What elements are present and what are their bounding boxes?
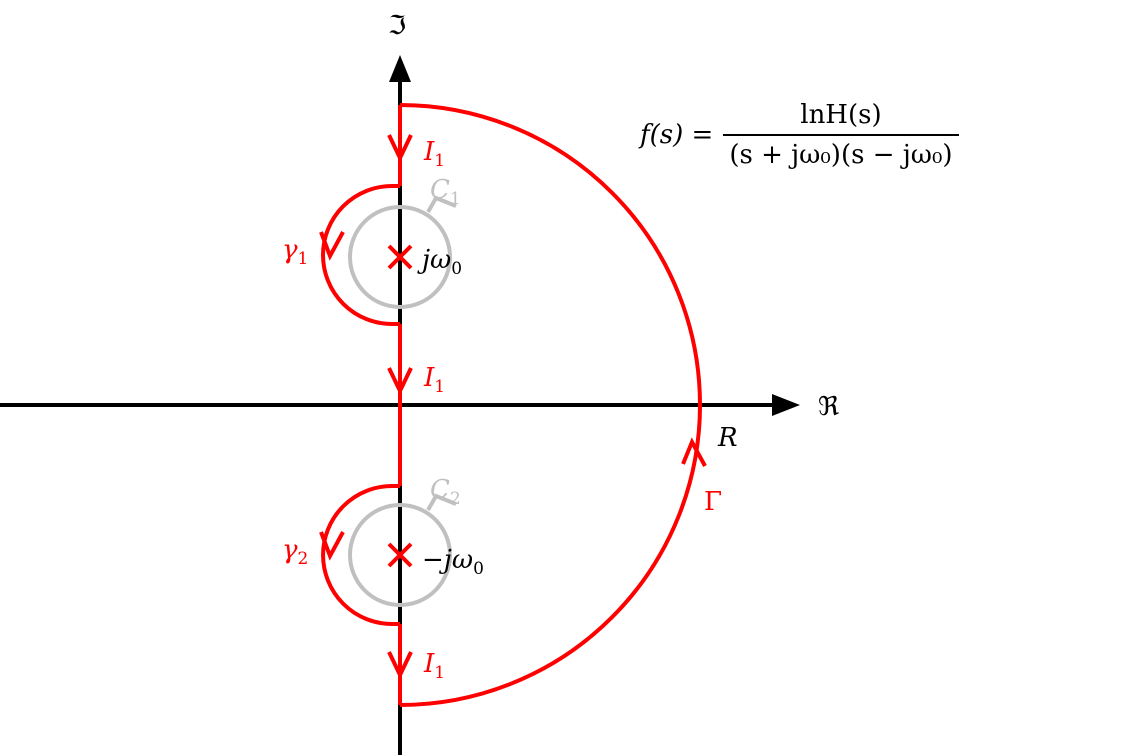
gamma2-label: γ2	[282, 535, 308, 569]
pole-upper-label: jω0	[417, 245, 462, 279]
arc-label: Γ	[704, 487, 722, 517]
formula-fraction: lnH(s) (s + jω₀)(s − jω₀)	[723, 100, 959, 170]
circle-c2	[348, 503, 452, 607]
pole-upper-icon	[387, 244, 413, 270]
formula-numerator: lnH(s)	[800, 100, 882, 130]
segment-label-bottom: I1	[423, 649, 445, 683]
circle-c1	[348, 205, 452, 309]
segment-label-top: I1	[423, 137, 445, 171]
real-axis-arrow-icon	[772, 394, 800, 416]
c2-arrow-icon	[426, 493, 457, 511]
segment-label-mid: I1	[423, 363, 445, 397]
formula-lhs: f(s) =	[640, 120, 714, 150]
pole-lower-icon	[387, 542, 413, 568]
formula: f(s) = lnH(s) (s + jω₀)(s − jω₀)	[640, 100, 959, 170]
contour-arrows	[319, 134, 707, 680]
real-axis-label: ℜ	[818, 392, 839, 422]
imag-axis-arrow-icon	[389, 55, 411, 82]
formula-denominator: (s + jω₀)(s − jω₀)	[723, 134, 959, 170]
gamma1-label: γ1	[282, 235, 308, 269]
radius-label: R	[717, 423, 738, 453]
c2-label: C2	[430, 475, 461, 509]
pole-lower-label: −jω0	[422, 545, 484, 579]
contour-path	[321, 103, 702, 707]
c1-arrow-icon	[426, 195, 457, 213]
c1-label: C1	[430, 175, 461, 209]
imag-axis-label: ℑ	[388, 11, 406, 41]
